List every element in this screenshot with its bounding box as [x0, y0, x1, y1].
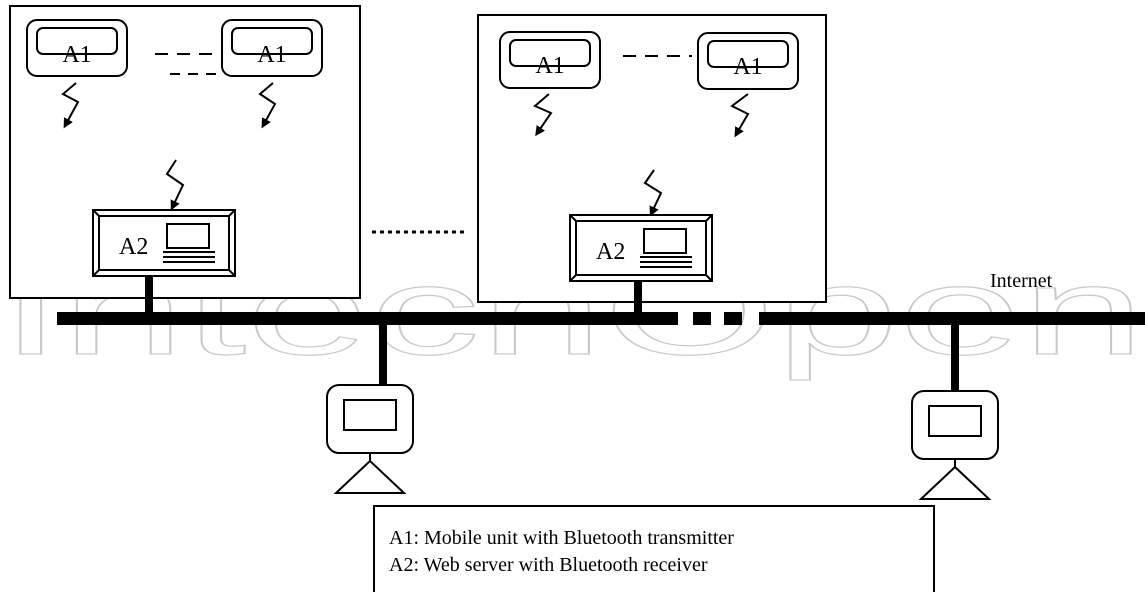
internet-backbone: Internet: [57, 270, 1145, 325]
site-right: A1 A1 A2: [477, 14, 827, 314]
site-left: A1 A1 A2: [9, 5, 361, 314]
backbone-segment: [57, 312, 678, 325]
server-right: A2: [569, 214, 713, 282]
mobile-unit-label: A1: [535, 53, 564, 79]
mobile-unit-label: A1: [733, 54, 762, 80]
computer-terminal-icon: [911, 390, 999, 500]
mobile-unit-right-b: A1: [697, 32, 799, 90]
legend: A1: Mobile unit with Bluetooth transmitt…: [373, 505, 935, 592]
legend-line-a1: A1: Mobile unit with Bluetooth transmitt…: [389, 527, 734, 549]
legend-box: [373, 505, 935, 592]
server-left: A2: [92, 209, 236, 277]
legend-line-a2: A2: Web server with Bluetooth receiver: [389, 554, 708, 576]
server-label: A2: [119, 234, 148, 260]
mobile-unit-label: A1: [257, 42, 286, 68]
mobile-unit-left-a: A1: [26, 19, 128, 77]
client-terminal-left: [326, 322, 414, 494]
lightning-signal-icon: [643, 169, 663, 217]
mobile-unit-label: A1: [62, 42, 91, 68]
internet-label: Internet: [990, 270, 1053, 292]
client-terminal-right: [911, 322, 999, 500]
lightning-signal-icon: [730, 93, 750, 138]
mobile-unit-left-b: A1: [221, 19, 323, 77]
lightning-signal-icon: [61, 82, 80, 129]
lightning-signal-icon: [533, 93, 553, 137]
backbone-gap-dash: [724, 312, 742, 325]
backbone-segment: [759, 312, 1145, 325]
server-label: A2: [596, 239, 625, 265]
mobile-unit-right-a: A1: [499, 31, 601, 89]
lightning-signal-icon: [165, 159, 185, 211]
computer-terminal-icon: [326, 384, 414, 494]
lightning-signal-icon: [258, 82, 277, 129]
backbone-gap-dash: [693, 312, 711, 325]
